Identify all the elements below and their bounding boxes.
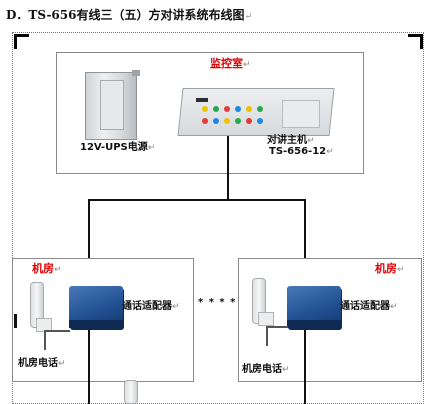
host-logo-plate [196, 98, 208, 102]
right-riser-wire [304, 330, 306, 404]
next-floor-phone-handset [124, 380, 138, 404]
host-key [213, 106, 219, 112]
corner-mark-top-right [408, 34, 423, 49]
left-riser-wire [88, 330, 90, 404]
ellipsis-more-rooms: * * * * [198, 297, 237, 308]
adapter-front-panel [69, 320, 123, 328]
host-keypad [198, 104, 270, 130]
host-label-line2: TS-656-12↵ [269, 146, 334, 157]
machine-room-left-phone-label: 机房电话↵ [18, 358, 66, 369]
paragraph-mark: ↵ [244, 12, 253, 22]
heading-text: D．TS-656有线三（五）方对讲系统布线图 [6, 8, 245, 22]
left-drop-wire [88, 199, 90, 295]
corner-mark-top-left [14, 34, 29, 49]
horizontal-bus-wire [88, 199, 306, 201]
adapter-front-panel [287, 320, 341, 328]
host-key [235, 106, 241, 112]
host-key [257, 106, 263, 112]
host-key [224, 118, 230, 124]
machine-room-right-phone-label: 机房电话↵ [242, 364, 290, 375]
machine-room-right-title: 机房↵ [375, 262, 405, 275]
machine-room-right-cord-link [266, 326, 288, 328]
machine-room-right-phone-base [258, 312, 274, 326]
ups-top-connector [132, 70, 140, 76]
host-display-panel [282, 100, 320, 128]
machine-room-left-title: 机房↵ [32, 262, 62, 275]
host-key [224, 106, 230, 112]
machine-room-left-phone-cord [44, 332, 46, 350]
machine-room-left-adapter [69, 286, 123, 328]
host-key [246, 118, 252, 124]
control-room-title: 监控室↵ [210, 57, 251, 70]
host-key [246, 106, 252, 112]
right-drop-wire [304, 199, 306, 295]
ups-label-plate [100, 80, 124, 130]
machine-room-right-phone-cord [266, 326, 268, 346]
host-key [257, 118, 263, 124]
machine-room-right-adapter-label: 通话适配器↵ [340, 301, 398, 312]
host-key [235, 118, 241, 124]
diagram-heading: D．TS-656有线三（五）方对讲系统布线图↵ [6, 6, 252, 23]
host-key [213, 118, 219, 124]
machine-room-left-adapter-label: 通话适配器↵ [122, 301, 180, 312]
host-down-wire [227, 136, 229, 200]
ups-label: 12V-UPS电源↵ [80, 142, 156, 153]
machine-room-left-cord-link [44, 330, 70, 332]
host-key [202, 106, 208, 112]
host-key [202, 118, 208, 124]
machine-room-left-marker [14, 314, 17, 328]
host-label-line1: 对讲主机↵ [267, 135, 315, 146]
machine-room-right-adapter [287, 286, 341, 328]
